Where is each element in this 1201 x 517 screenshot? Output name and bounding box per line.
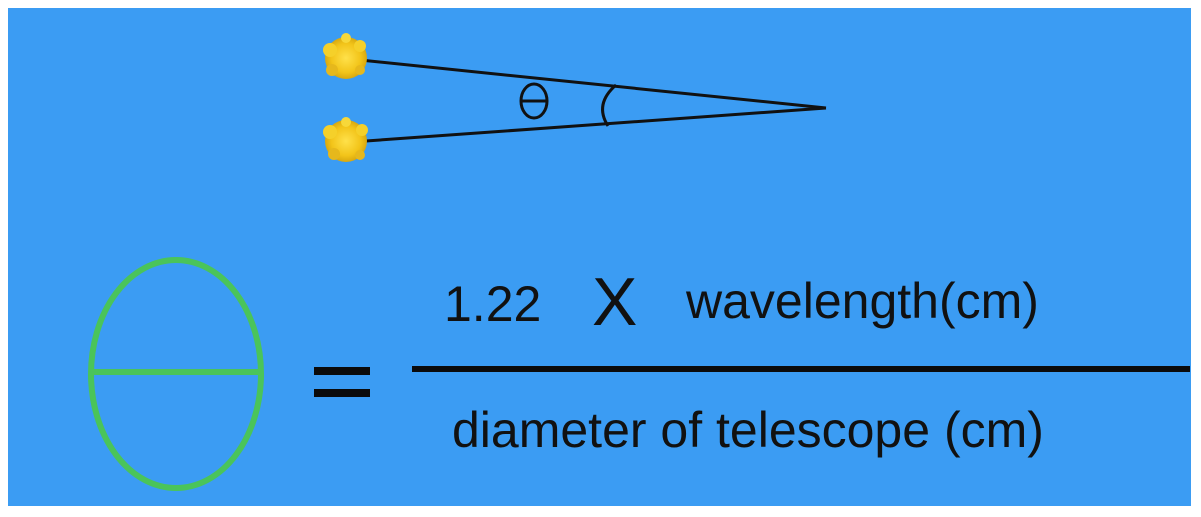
constant-factor: 1.22 [444,276,542,332]
fraction-bar [412,366,1190,372]
upper-star-icon [323,33,367,79]
numerator-label: wavelength(cm) [686,273,1039,329]
lower-star-icon [323,117,368,162]
equals-sign-bottom-bar [314,389,370,397]
multiplication-sign: X [592,264,638,340]
small-theta-symbol [519,82,549,120]
diagram-panel [8,8,1191,506]
large-theta-symbol [88,257,264,491]
lower-ray [365,106,827,143]
angle-arc [601,83,618,127]
denominator-label: diameter of telescope (cm) [452,402,1044,458]
equals-sign-top-bar [314,367,370,375]
upper-ray [359,58,827,110]
